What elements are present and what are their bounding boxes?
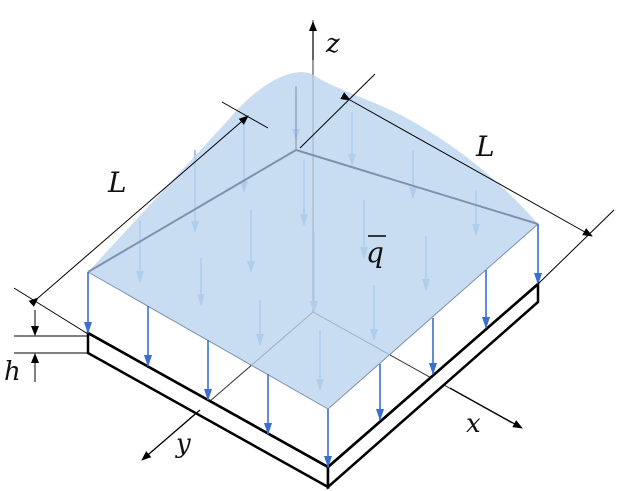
ext-line-top-right (299, 73, 376, 149)
y-axis-arrow (141, 409, 201, 461)
z-axis-label: z (325, 29, 340, 59)
x-axis-label: x (466, 409, 481, 439)
ext-line-top-left (221, 101, 269, 129)
load-label: q (366, 236, 384, 269)
y-axis-label: y (175, 429, 191, 459)
plate (86, 281, 540, 490)
ext-line-right (537, 209, 615, 285)
ext-line-left (13, 287, 89, 335)
axes (141, 21, 523, 461)
dim-L-right (340, 92, 593, 237)
dimension-lines (13, 73, 615, 382)
length-label-left: L (107, 166, 127, 199)
dim-L-left (28, 115, 249, 307)
plate-top-edge-right (327, 283, 539, 468)
x-axis-arrow (449, 387, 523, 429)
load-edge-front-right (327, 223, 539, 410)
thickness-label: h (4, 357, 21, 387)
length-label-right: L (475, 130, 495, 163)
